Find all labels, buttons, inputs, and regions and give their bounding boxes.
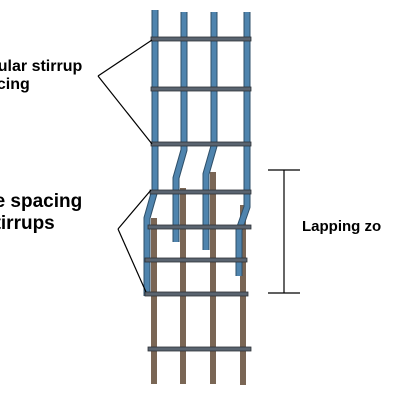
stirrup-regular-3: [150, 141, 252, 147]
regular-label-line-2: acing: [0, 76, 30, 94]
leader-regular-bottom: [97, 75, 153, 145]
lapping-zone-dimension: [268, 169, 300, 294]
lapping-zone-label: Lapping zo: [302, 218, 382, 235]
leader-regular-top: [97, 39, 153, 77]
stirrup-regular-1: [150, 36, 252, 42]
close-label-line-1: se spacing: [0, 191, 83, 212]
close-label-line-2: stirrups: [0, 212, 55, 234]
lower-bar-3: [210, 172, 216, 384]
leader-close-top: [117, 189, 152, 230]
upper-bar-2: [173, 12, 187, 242]
regular-stirrup-spacing-label: gular stirrup acing: [0, 58, 82, 95]
regular-label-line-1: gular stirrup: [0, 58, 83, 75]
upper-bar-4: [236, 12, 250, 276]
upper-longitudinal-bars: [143, 10, 251, 296]
lower-bar-1: [151, 218, 157, 384]
upper-bar-1: [144, 10, 158, 296]
stirrup-close-2: [147, 224, 252, 230]
leader-close-bottom: [117, 228, 147, 293]
lower-bar-2: [180, 188, 186, 384]
stirrup-close-3: [144, 257, 248, 263]
leader-lines: [97, 39, 153, 293]
upper-bar-3: [203, 12, 217, 250]
stirrups: [144, 36, 252, 352]
upper-longitudinal-bars-fill: [144, 10, 250, 296]
lower-longitudinal-bars: [151, 172, 246, 385]
stirrup-close-4: [144, 291, 249, 297]
stirrup-lower-1: [147, 346, 252, 352]
stirrup-close-1: [149, 189, 252, 195]
close-spacing-stirrups-label: se spacing stirrups: [0, 191, 82, 235]
stirrup-regular-2: [150, 86, 252, 92]
